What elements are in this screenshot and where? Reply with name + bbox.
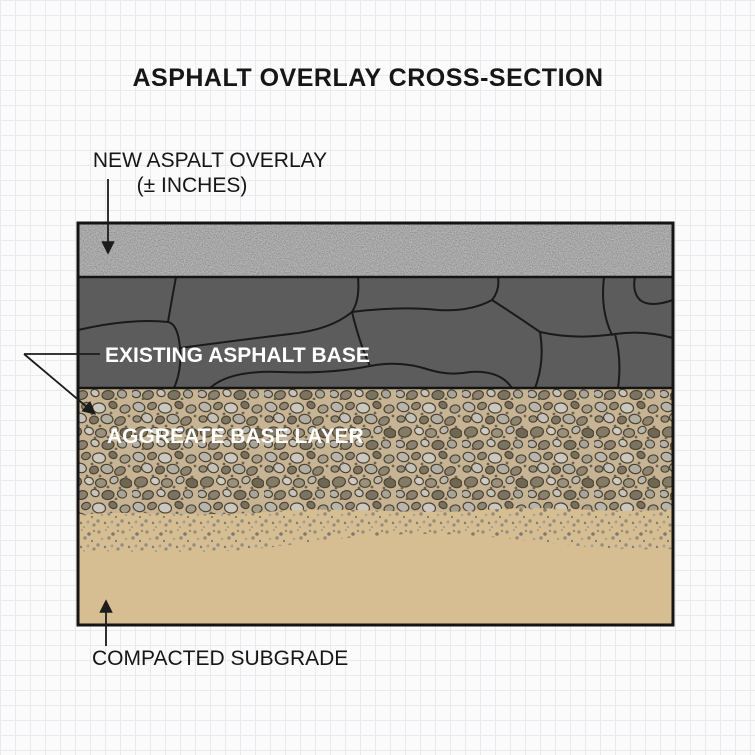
layer-dividers [76,221,675,627]
asphalt-crack-lines [77,276,674,389]
diagram-border [76,221,675,627]
subgrade-label: COMPACTED SUBGRADE [92,647,348,670]
leader-arrow-aggregate [23,353,97,415]
overlay-label: NEW ASPALT OVERLAY [93,149,327,172]
layer-leader-lines [23,353,100,415]
layer-new-asphalt-overlay [78,223,673,277]
layer-aggregate-base [78,388,673,515]
layer-existing-asphalt-base [78,277,673,388]
page-title: ASPHALT OVERLAY CROSS-SECTION [132,64,603,92]
existing-asphalt-label: EXISTING ASPHALT BASE [105,344,370,367]
overlay-sublabel: (± INCHES) [137,174,248,197]
aggregate-label: AGGREATE BASE LAYER [107,425,364,448]
